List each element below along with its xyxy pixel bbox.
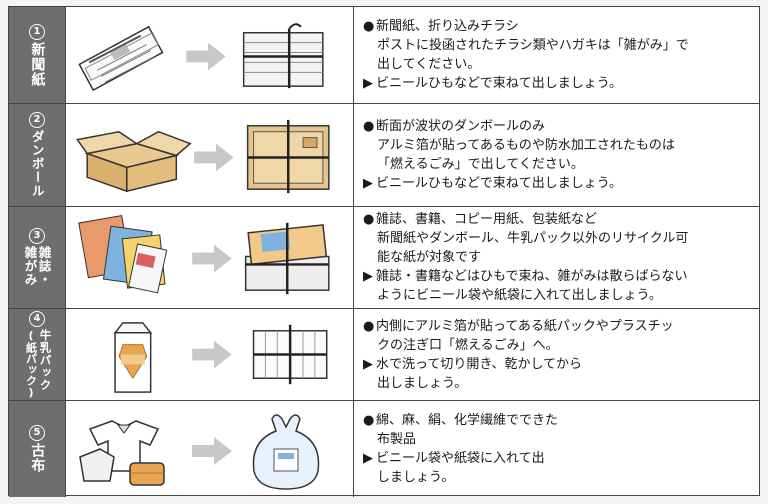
cardboard-illustration (76, 119, 330, 194)
description-line: アルミ箔が貼ってあるものや防水加工されたものは (377, 138, 675, 153)
arrow-icon (192, 244, 232, 273)
cardboard-box-icon (76, 130, 192, 193)
newspaper-bundle-icon (242, 23, 324, 89)
description-line: ようにビニール袋や紙袋に入れて出しましょう。 (377, 288, 662, 303)
description-line: しましょう。 (377, 470, 455, 485)
recycling-table: 1 新聞紙 (8, 6, 760, 497)
magazine-bundle-icon (244, 222, 330, 295)
bullet-mark: ▶ (363, 176, 373, 191)
description-line: クの注ぎ口「燃えるごみ」へ。 (377, 337, 559, 353)
description-line: 出しましょう。 (377, 375, 468, 391)
category-number: 5 (29, 425, 45, 441)
plastic-bag-icon (252, 414, 320, 490)
bullet-mark: ▶ (363, 356, 373, 372)
description-line: ポストに投函されたチラシ類やハガキは「雑がみ」で (377, 38, 689, 53)
illustration-cell (66, 207, 354, 308)
category-number: 1 (29, 23, 45, 40)
description-line: 断面が波状のダンボールのみ (376, 119, 546, 134)
arrow-icon (192, 340, 232, 369)
description-cell: ●内側にアルミ箔が貼ってある紙パックやプラスチッ クの注ぎ口「燃えるごみ」へ。 … (363, 309, 753, 400)
bullet-mark: ● (363, 413, 375, 428)
category-cell: 1 新聞紙 (9, 7, 66, 103)
bullet-mark: ▶ (363, 269, 373, 284)
arrow-icon (194, 143, 234, 172)
newspaper-loose-icon (78, 25, 164, 92)
category-number: 4 (29, 310, 45, 327)
row-newspaper: 1 新聞紙 (9, 7, 759, 104)
category-cell: 2 ダンボール (9, 104, 66, 206)
cloth-illustration (79, 414, 320, 490)
bullet-mark: ● (363, 212, 375, 227)
category-number: 3 (29, 228, 45, 245)
description-line: 能な紙が対象です (377, 250, 482, 265)
arrow-icon (186, 42, 226, 71)
category-cell: 3 雑誌・ 雑がみ (9, 207, 66, 308)
bullet-mark: ● (363, 318, 375, 334)
category-label: 雑誌・ (36, 246, 52, 287)
description-line: 「燃えるごみ」で出してください。 (377, 157, 584, 172)
magazine-illustration (78, 214, 330, 295)
category-label: 古布 (29, 443, 46, 473)
bullet-mark: ● (363, 19, 375, 34)
description-line: 雑誌、書籍、コピー用紙、包装紙など (376, 212, 598, 227)
arrow-icon (192, 437, 232, 465)
row-cardboard: 2 ダンボール (9, 104, 759, 207)
description-cell: ●綿、麻、絹、化学繊維でできた 布製品 ▶ビニール袋や紙袋に入れて出 しましょう… (363, 401, 753, 497)
illustration-cell (66, 309, 354, 400)
category-label: 新聞紙 (29, 41, 46, 87)
category-cell: 4 牛乳パック (紙パック) (9, 309, 66, 400)
description-cell: ●雑誌、書籍、コピー用紙、包装紙など 新聞紙やダンボール、牛乳パック以外のリサイ… (363, 207, 753, 308)
description-line: ビニールひもなどで束ねて出しましょう。 (376, 76, 622, 91)
carton-bundle-icon (252, 324, 328, 385)
magazine-stack-icon (78, 214, 168, 294)
description-line: 水で洗って切り開き、乾かしてから (376, 356, 583, 372)
description-line: 内側にアルミ箔が貼ってある紙パックやプラスチッ (376, 318, 674, 334)
illustration-cell (66, 7, 354, 103)
description-line: 出してください。 (377, 57, 481, 72)
illustration-cell (66, 104, 354, 206)
category-number: 2 (29, 112, 45, 129)
description-line: 雑誌・書籍などはひもで束ね、雑がみは散らばらない (376, 269, 688, 284)
category-label: ダンボール (29, 130, 45, 198)
description-line: 新聞紙やダンボール、牛乳パック以外のリサイクル可 (377, 231, 689, 246)
row-milk-carton: 4 牛乳パック (紙パック) (9, 309, 759, 401)
cardboard-bundle-icon (246, 119, 330, 194)
description-line: 綿、麻、絹、化学繊維でできた (376, 413, 559, 428)
illustration-cell (66, 401, 354, 497)
description-line: 布製品 (377, 432, 417, 447)
category-label: 牛乳パック (38, 328, 53, 392)
description-line: ビニールひもなどで束ねて出しましょう。 (376, 176, 622, 191)
milk-carton-icon (113, 322, 153, 393)
bullet-mark: ▶ (363, 451, 373, 466)
clothes-icon (79, 420, 165, 486)
category-cell: 5 古布 (9, 401, 66, 497)
bullet-mark: ▶ (363, 76, 373, 91)
milk-carton-illustration (113, 322, 328, 393)
category-label-2: 雑がみ (22, 246, 38, 287)
description-line: ビニール袋や紙袋に入れて出 (376, 451, 545, 466)
description-cell: ●新聞紙、折り込みチラシ ポストに投函されたチラシ類やハガキは「雑がみ」で 出し… (363, 7, 753, 103)
newspaper-illustration (78, 23, 324, 92)
category-label-2: (紙パック) (24, 328, 38, 399)
description-cell: ●断面が波状のダンボールのみ アルミ箔が貼ってあるものや防水加工されたものは 「… (363, 104, 753, 206)
description-line: 新聞紙、折り込みチラシ (376, 19, 519, 34)
row-old-cloth: 5 古布 (9, 401, 759, 497)
bullet-mark: ● (363, 119, 375, 134)
row-magazines: 3 雑誌・ 雑がみ (9, 207, 759, 309)
